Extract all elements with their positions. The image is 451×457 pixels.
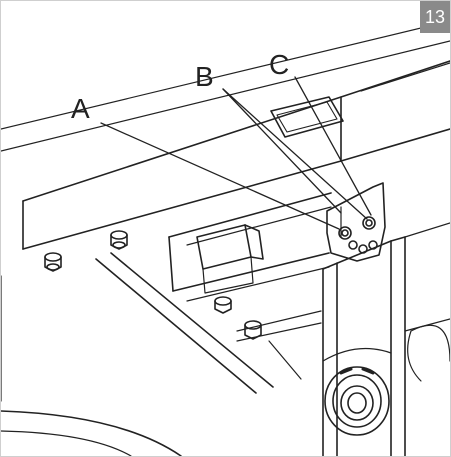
top-beam (1, 20, 450, 250)
leader-b2 (222, 88, 368, 220)
callout-leaders (100, 76, 372, 230)
screw-small-1 (348, 240, 358, 250)
step-number-badge: 13 (420, 1, 450, 33)
leader-a (100, 122, 340, 230)
leader-c (294, 76, 372, 216)
bracket-plate (326, 182, 386, 262)
screw-small-3 (368, 240, 378, 250)
bottom-left-curve (1, 410, 182, 456)
nut-middle (110, 230, 128, 250)
leader-b (222, 88, 342, 214)
callout-label-c: C (269, 49, 290, 80)
nut-left (44, 252, 62, 272)
screw-a (338, 226, 352, 240)
callout-label-b: B (195, 61, 214, 92)
vertical-upright (322, 222, 450, 456)
screw-c (362, 216, 376, 230)
slot-opening (270, 96, 344, 138)
round-cap (324, 366, 390, 436)
screw-small-2 (358, 244, 368, 254)
nut-lower-1 (214, 296, 232, 314)
clamp-block (196, 224, 264, 294)
lower-frame (1, 192, 332, 402)
callout-label-a: A (71, 93, 90, 124)
